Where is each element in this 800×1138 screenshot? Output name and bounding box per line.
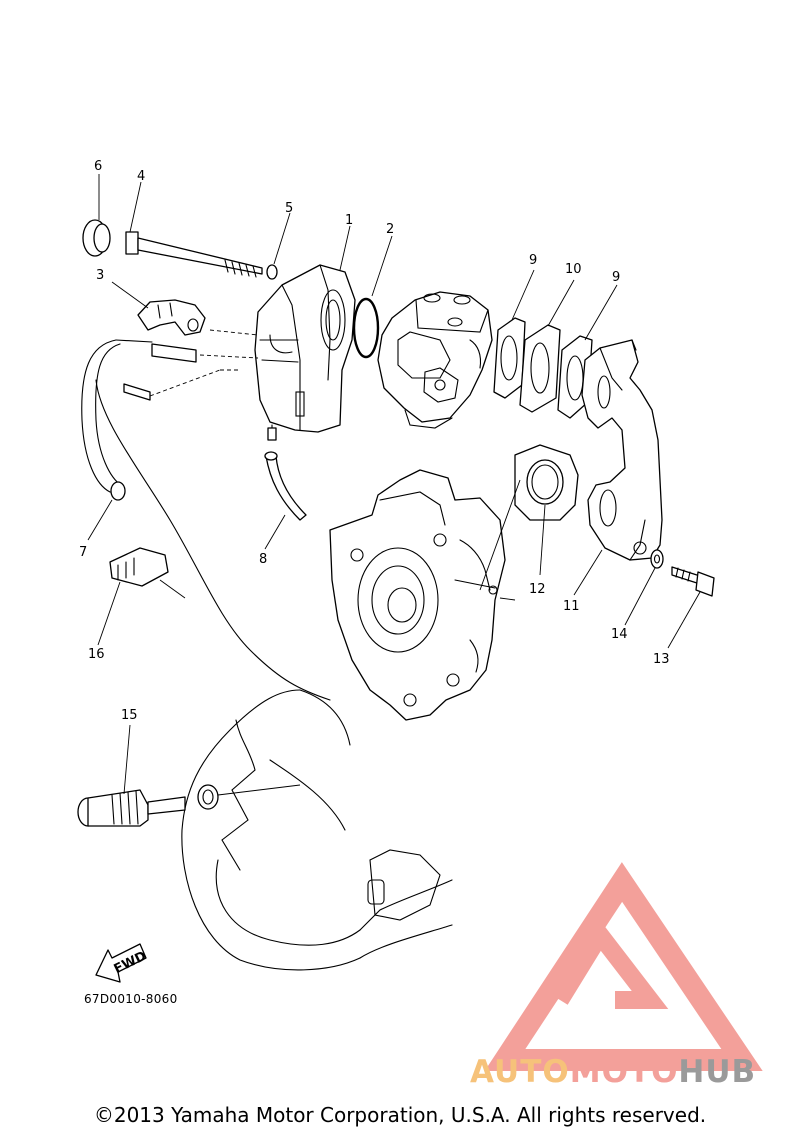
hose-clip: [109, 547, 169, 587]
washer: [266, 264, 278, 280]
callout-10: 10: [565, 262, 582, 277]
watermark-text-moto: MOTO: [569, 1054, 679, 1090]
diagram-code: 67D0010-8060: [84, 992, 178, 1006]
washer-14: [650, 549, 664, 569]
callout-15: 15: [121, 708, 138, 723]
intake-pipe: [581, 339, 663, 561]
callout-labels: 1 2 3 4 5 6 7 8 9 9 10 11 12 13 14 15 16: [79, 159, 670, 723]
callout-7: 7: [79, 545, 87, 560]
callout-3: 3: [96, 268, 104, 283]
callout-5: 5: [285, 201, 293, 216]
watermark-text-hub: HUB: [678, 1054, 757, 1090]
breather-hose: [81, 339, 331, 701]
o-ring: [352, 297, 380, 359]
drain-hose: [264, 451, 307, 521]
gaskets-and-spacer: [493, 317, 593, 419]
callout-2: 2: [386, 222, 394, 237]
watermark-text-auto: AUTO: [470, 1054, 570, 1090]
intake-manifold-block: [329, 469, 506, 721]
cap: [82, 219, 111, 257]
callout-16: 16: [88, 647, 105, 662]
long-bolt: [125, 231, 263, 278]
leader-lines: [87, 174, 701, 796]
fwd-arrow: FWD: [95, 943, 149, 983]
callout-6: 6: [94, 159, 102, 174]
callout-9b: 9: [612, 270, 620, 285]
intake-silencer: [254, 264, 356, 441]
sensor: [77, 784, 219, 827]
callout-12: 12: [529, 582, 546, 597]
callout-8: 8: [259, 552, 267, 567]
callout-9a: 9: [529, 253, 537, 268]
carburetor: [377, 291, 493, 429]
watermark-text: AUTOMOTOHUB: [470, 1054, 756, 1090]
callout-11: 11: [563, 599, 580, 614]
copyright-notice: ©2013 Yamaha Motor Corporation, U.S.A. A…: [93, 1103, 707, 1127]
callout-13: 13: [653, 652, 670, 667]
clamp: [137, 299, 206, 336]
callout-14: 14: [611, 627, 628, 642]
gasket-12: [514, 444, 579, 521]
callout-1: 1: [345, 213, 353, 228]
short-bolt: [671, 566, 715, 597]
callout-4: 4: [137, 169, 145, 184]
watermark-logo: [484, 862, 763, 1071]
lower-casing: [181, 689, 453, 971]
